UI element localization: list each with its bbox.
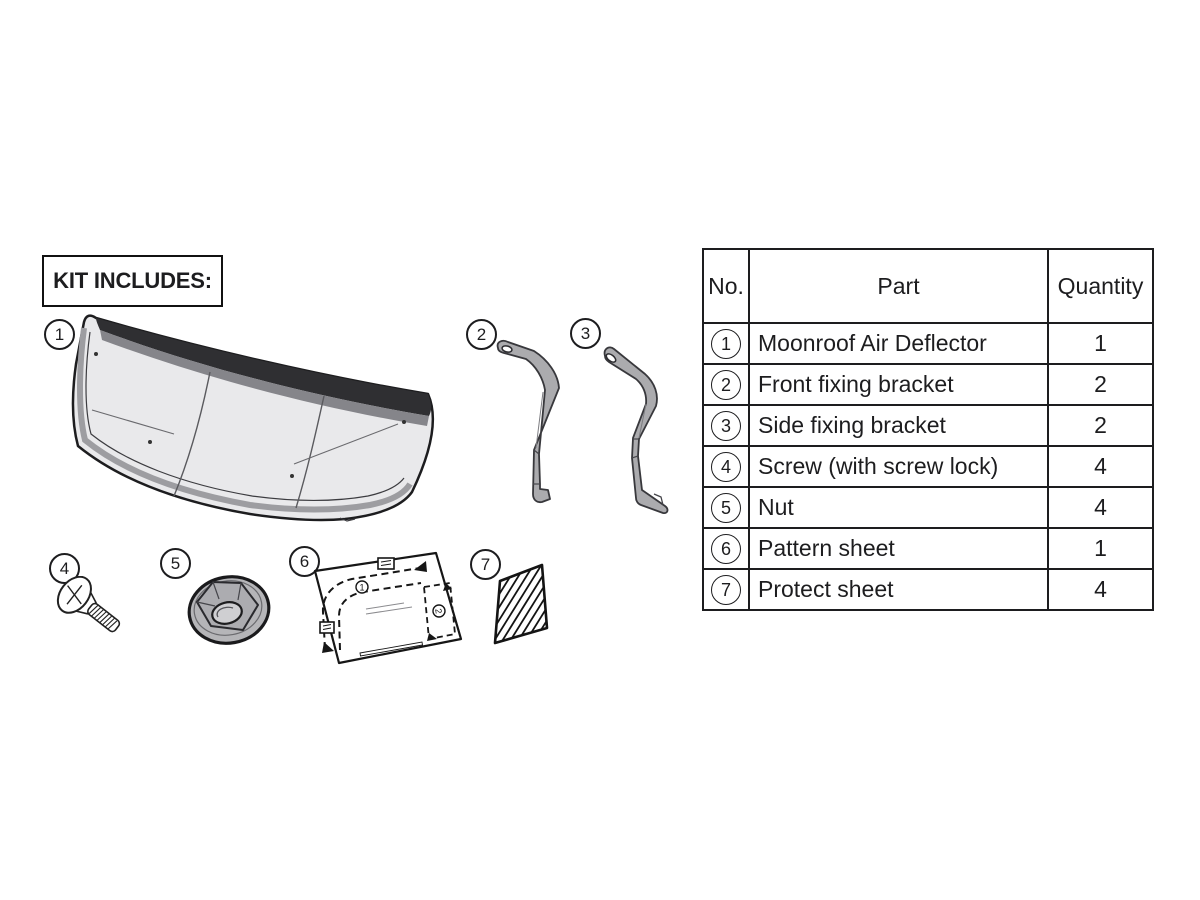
pattern-sheet-drawing: 1 2 — [313, 551, 463, 665]
row-no-badge: 2 — [711, 369, 741, 400]
protect-sheet-drawing — [493, 563, 549, 645]
row-no-badge: 3 — [711, 410, 741, 441]
header-no: No. — [702, 248, 750, 324]
table-row: 4 Screw (with screw lock) 4 — [702, 445, 1154, 488]
row-part-name: Front fixing bracket — [748, 363, 1049, 406]
header-part: Part — [748, 248, 1049, 324]
nut-drawing — [187, 575, 271, 645]
part-label-3: 3 — [570, 318, 601, 349]
row-part-name: Moonroof Air Deflector — [748, 322, 1049, 365]
moonroof-air-deflector-drawing — [71, 314, 435, 522]
row-quantity: 4 — [1047, 445, 1154, 488]
table-row: 5 Nut 4 — [702, 486, 1154, 529]
row-quantity: 2 — [1047, 363, 1154, 406]
front-fixing-bracket-drawing — [496, 339, 560, 504]
pattern-marker-1: 1 — [359, 583, 364, 593]
screw-drawing — [56, 576, 121, 633]
row-no-badge: 6 — [711, 533, 741, 564]
part-label-7: 7 — [470, 549, 501, 580]
row-part-name: Pattern sheet — [748, 527, 1049, 570]
part-label-5: 5 — [160, 548, 191, 579]
table-row: 3 Side fixing bracket 2 — [702, 404, 1154, 447]
table-row: 2 Front fixing bracket 2 — [702, 363, 1154, 406]
parts-table: No. Part Quantity 1 Moonroof Air Deflect… — [702, 248, 1154, 611]
part-label-2: 2 — [466, 319, 497, 350]
table-row: 1 Moonroof Air Deflector 1 — [702, 322, 1154, 365]
row-no-badge: 7 — [711, 574, 741, 605]
part-label-1: 1 — [44, 319, 75, 350]
row-no-badge: 4 — [711, 451, 741, 482]
kit-includes-title: KIT INCLUDES: — [53, 268, 212, 293]
row-part-name: Side fixing bracket — [748, 404, 1049, 447]
row-quantity: 2 — [1047, 404, 1154, 447]
row-no-badge: 5 — [711, 492, 741, 523]
row-quantity: 1 — [1047, 527, 1154, 570]
row-no-badge: 1 — [711, 328, 741, 359]
side-fixing-bracket-drawing — [603, 346, 669, 515]
table-row: 7 Protect sheet 4 — [702, 568, 1154, 611]
row-part-name: Nut — [748, 486, 1049, 529]
row-quantity: 4 — [1047, 486, 1154, 529]
header-quantity: Quantity — [1047, 248, 1154, 324]
row-quantity: 1 — [1047, 322, 1154, 365]
kit-includes-title-box: KIT INCLUDES: — [42, 255, 223, 307]
table-header-row: No. Part Quantity — [702, 248, 1154, 324]
row-part-name: Protect sheet — [748, 568, 1049, 611]
table-row: 6 Pattern sheet 1 — [702, 527, 1154, 570]
pattern-marker-2: 2 — [433, 608, 444, 615]
row-quantity: 4 — [1047, 568, 1154, 611]
row-part-name: Screw (with screw lock) — [748, 445, 1049, 488]
